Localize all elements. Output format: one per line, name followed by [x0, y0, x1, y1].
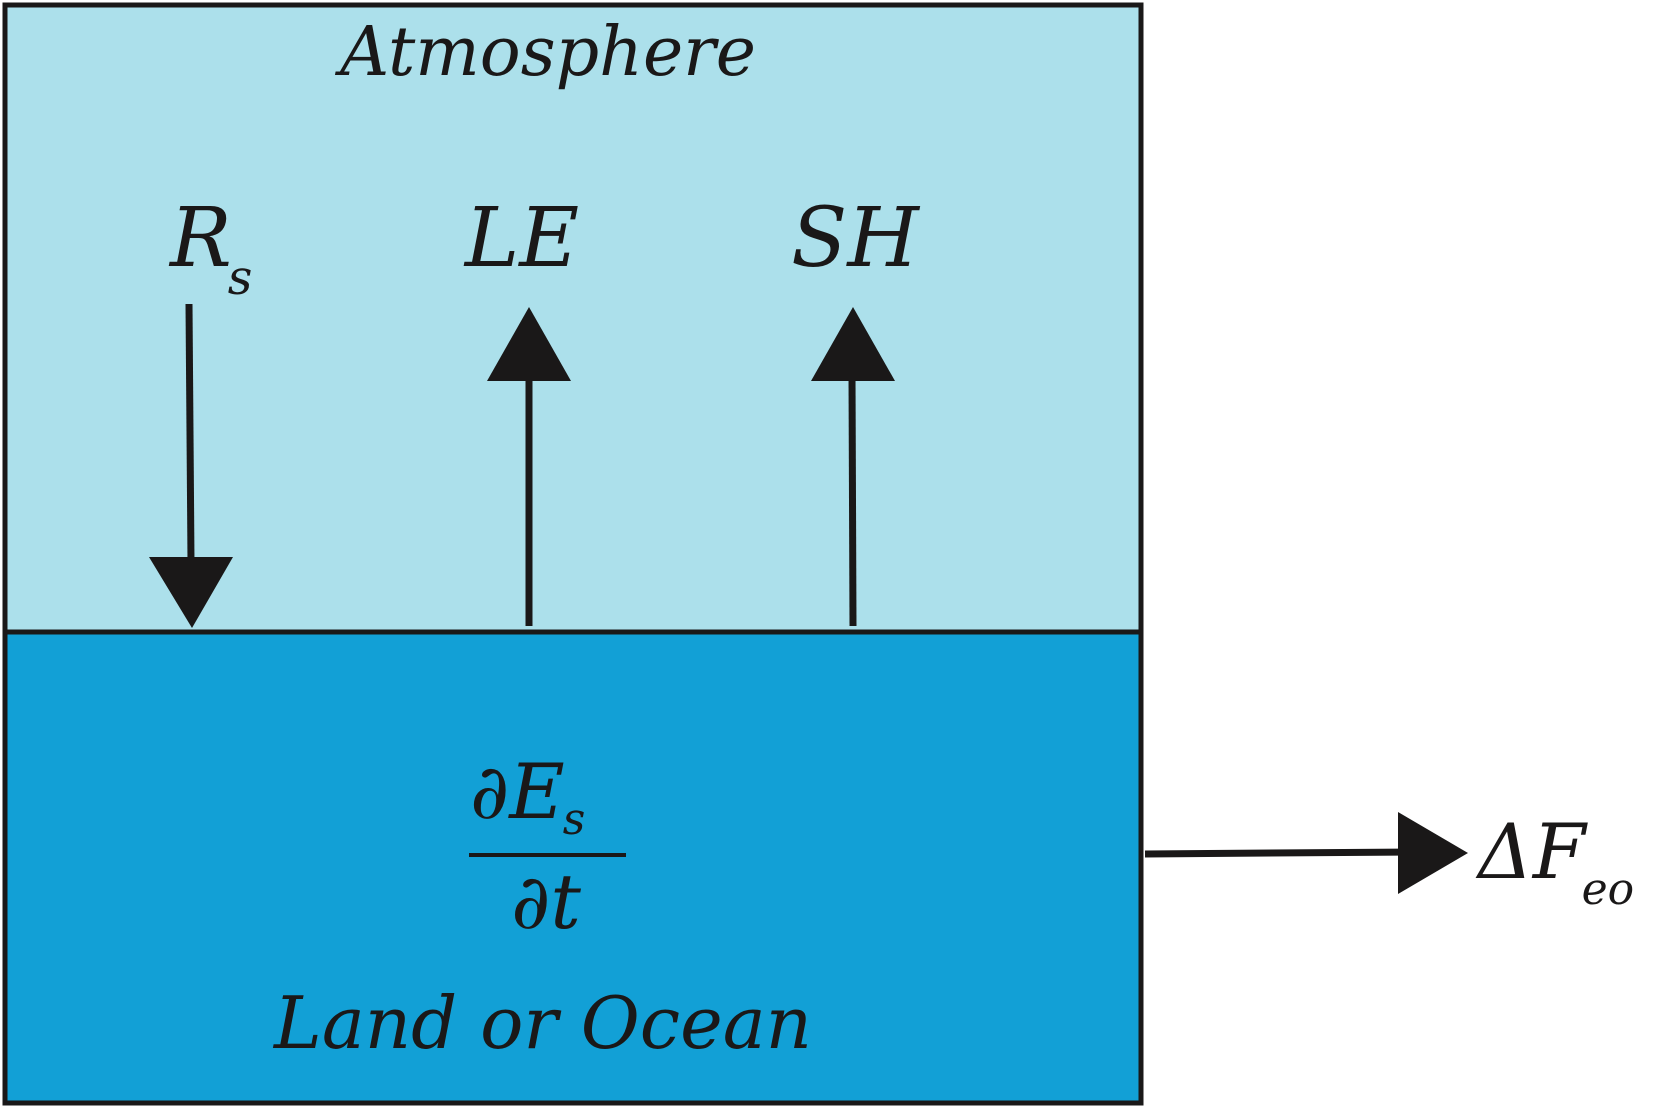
sh-label: SH — [791, 191, 920, 286]
export-arrow-right — [1144, 812, 1468, 894]
export-label: ΔFeo — [1475, 807, 1634, 915]
storage-fraction: ∂Es ∂t — [469, 747, 626, 946]
fraction-numerator: ∂Es — [470, 747, 585, 845]
le-label: LE — [463, 191, 579, 286]
fraction-denominator: ∂t — [511, 857, 581, 946]
atmosphere-layer — [2, 2, 1144, 635]
le-arrow-up — [487, 307, 571, 626]
surface-layer — [2, 629, 1144, 1106]
rs-label: Rs — [168, 191, 252, 306]
surface-title: Land or Ocean — [272, 981, 812, 1065]
atmosphere-title: Atmosphere — [334, 13, 756, 92]
rs-arrow-down — [149, 303, 233, 628]
sh-arrow-up — [811, 307, 895, 627]
